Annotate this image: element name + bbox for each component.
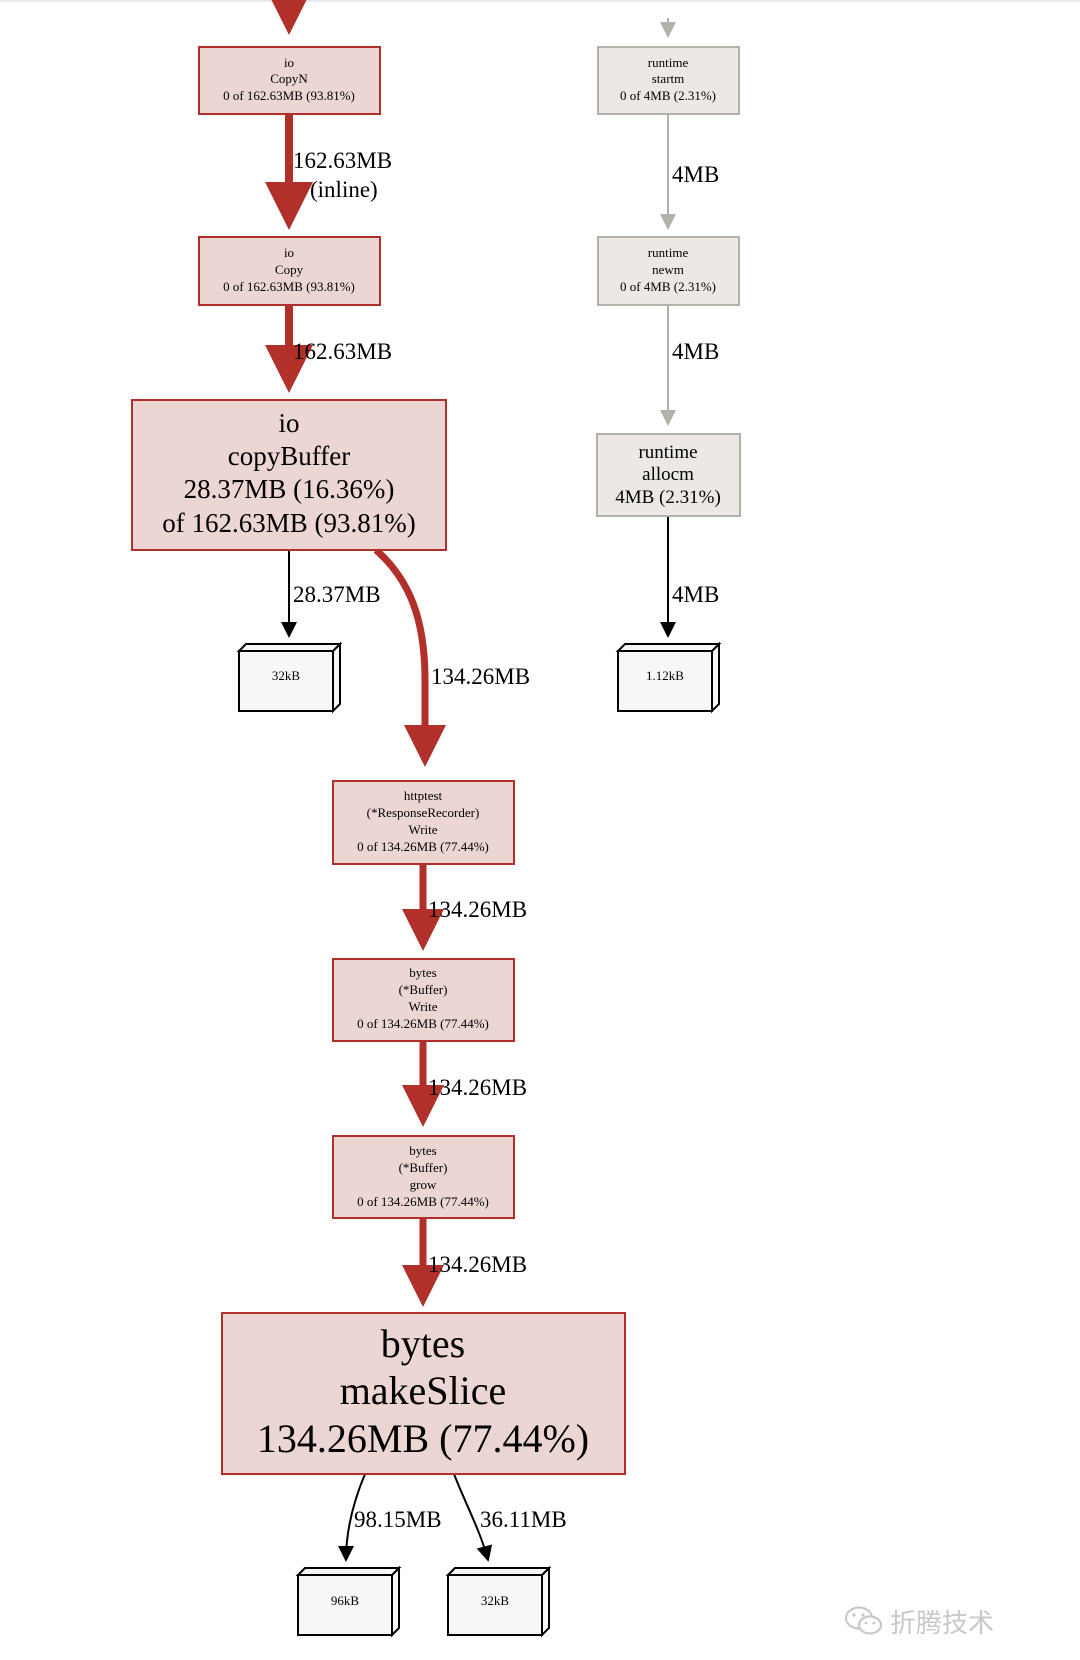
node-stat: 0 of 134.26MB (77.44%) <box>357 839 489 854</box>
edge-label-copyn-to-copy-size: 162.63MB <box>293 148 392 173</box>
edge-copybuffer-to-recorder <box>373 547 446 767</box>
node-func: allocm <box>642 464 694 485</box>
alloc-box-copybuffer[interactable]: 32kB <box>236 641 343 714</box>
node-stat: 0 of 162.63MB (93.81%) <box>223 88 355 103</box>
node-func: makeSlice <box>340 1368 507 1413</box>
wechat-icon <box>844 1605 884 1637</box>
node-runtime-allocm[interactable]: runtime allocm 4MB (2.31%) <box>596 433 741 517</box>
edge-label-recorder-to-buffer-write: 134.26MB <box>428 897 527 922</box>
node-bytes-buffer-grow[interactable]: bytes (*Buffer) grow 0 of 134.26MB (77.4… <box>332 1135 515 1219</box>
node-func: startm <box>652 71 685 86</box>
alloc-size: 96kB <box>331 1593 360 1608</box>
node-runtime-newm[interactable]: runtime newm 0 of 4MB (2.31%) <box>597 236 740 306</box>
alloc-size: 32kB <box>272 668 301 683</box>
edge-label-copybuffer-to-alloc: 28.37MB <box>293 582 381 607</box>
node-func: grow <box>410 1177 437 1192</box>
watermark-text: 折腾技术 <box>889 1608 994 1639</box>
edge-label-copy-to-copybuffer: 162.63MB <box>293 339 392 364</box>
edge-label-grow-to-makeslice: 134.26MB <box>428 1252 527 1277</box>
node-receiver: (*Buffer) <box>399 982 448 997</box>
edge-label-copyn-to-copy-inline: (inline) <box>310 177 378 202</box>
node-flat: 134.26MB (77.44%) <box>257 1416 589 1461</box>
node-stat: 0 of 134.26MB (77.44%) <box>357 1016 489 1031</box>
edge-label-newm-to-allocm: 4MB <box>672 339 719 364</box>
top-border <box>0 0 1080 2</box>
node-io-copy[interactable]: io Copy 0 of 162.63MB (93.81%) <box>198 236 381 306</box>
node-pkg: httptest <box>404 788 443 803</box>
node-func: Write <box>408 822 437 837</box>
node-pkg: bytes <box>381 1321 465 1366</box>
node-receiver: (*ResponseRecorder) <box>367 805 480 820</box>
node-pkg: runtime <box>648 245 689 260</box>
alloc-box-allocm[interactable]: 1.12kB <box>615 641 722 714</box>
node-pkg: io <box>284 55 294 70</box>
node-pkg: bytes <box>409 1143 436 1158</box>
node-runtime-startm[interactable]: runtime startm 0 of 4MB (2.31%) <box>597 46 740 115</box>
alloc-box-makeslice-2[interactable]: 32kB <box>445 1565 552 1638</box>
edge-label-startm-to-newm: 4MB <box>672 162 719 187</box>
node-func: CopyN <box>270 71 308 86</box>
node-flat: 4MB (2.31%) <box>615 487 721 508</box>
node-func: Write <box>408 999 437 1014</box>
node-httptest-recorder-write[interactable]: httptest (*ResponseRecorder) Write 0 of … <box>332 780 515 865</box>
node-pkg: io <box>284 245 294 260</box>
node-pkg: io <box>278 408 299 438</box>
node-bytes-makeslice[interactable]: bytes makeSlice 134.26MB (77.44%) <box>221 1312 626 1475</box>
edge-makeslice-to-alloc-1 <box>338 1473 366 1562</box>
node-io-copyn[interactable]: io CopyN 0 of 162.63MB (93.81%) <box>198 46 381 115</box>
node-flat: 28.37MB (16.36%) <box>184 474 395 504</box>
node-stat: 0 of 162.63MB (93.81%) <box>223 279 355 294</box>
node-bytes-buffer-write[interactable]: bytes (*Buffer) Write 0 of 134.26MB (77.… <box>332 958 515 1042</box>
alloc-box-makeslice-1[interactable]: 96kB <box>295 1565 402 1638</box>
alloc-size: 32kB <box>481 1593 510 1608</box>
edge-label-allocm-to-alloc: 4MB <box>672 582 719 607</box>
alloc-size: 1.12kB <box>646 668 684 683</box>
node-io-copybuffer[interactable]: io copyBuffer 28.37MB (16.36%) of 162.63… <box>131 399 447 551</box>
node-cum: of 162.63MB (93.81%) <box>162 508 415 538</box>
edge-label-makeslice-to-alloc-1: 98.15MB <box>354 1507 442 1532</box>
node-stat: 0 of 4MB (2.31%) <box>620 88 716 103</box>
node-stat: 0 of 4MB (2.31%) <box>620 279 716 294</box>
node-pkg: runtime <box>648 55 689 70</box>
node-func: copyBuffer <box>228 441 350 471</box>
watermark: 折腾技术 <box>844 1604 994 1639</box>
node-pkg: bytes <box>409 965 436 980</box>
edge-label-makeslice-to-alloc-2: 36.11MB <box>480 1507 567 1532</box>
edge-label-copybuffer-to-recorder: 134.26MB <box>431 664 530 689</box>
edge-label-buffer-write-to-grow: 134.26MB <box>428 1075 527 1100</box>
node-func: newm <box>652 262 684 277</box>
edge-makeslice-to-alloc-2 <box>453 1473 493 1562</box>
node-stat: 0 of 134.26MB (77.44%) <box>357 1194 489 1209</box>
node-func: Copy <box>275 262 304 277</box>
node-receiver: (*Buffer) <box>399 1160 448 1175</box>
node-pkg: runtime <box>638 442 697 463</box>
